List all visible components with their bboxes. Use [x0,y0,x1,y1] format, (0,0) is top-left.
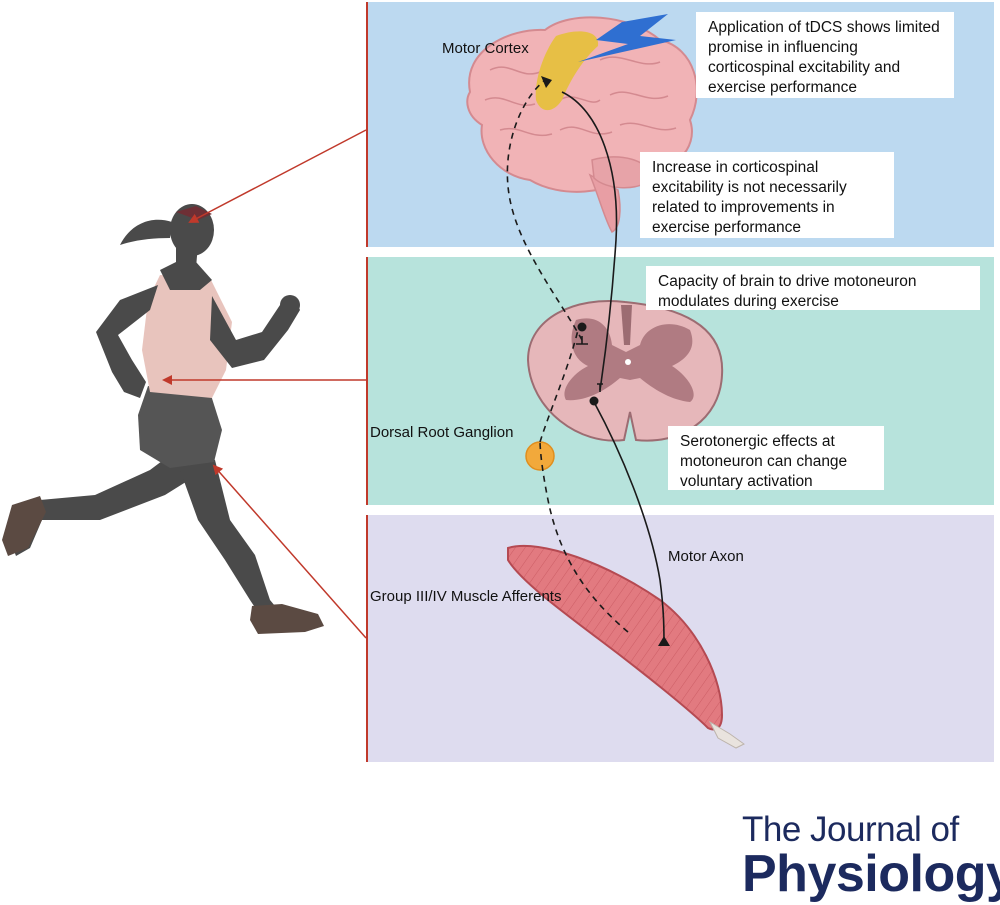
motor-axon-label: Motor Axon [668,548,744,565]
journal-logo: The Journal of Physiology [742,812,1000,902]
motoneuron [590,397,599,406]
spinal-synapse [578,323,587,332]
serotonergic-callout: Serotonergic effects at motoneuron can c… [668,426,884,490]
journal-logo-line1: The Journal of [742,812,1000,848]
journal-logo-line2: Physiology [742,846,1000,902]
spinal-cord-illustration [528,301,722,441]
dorsal-root-ganglion-label: Dorsal Root Ganglion [370,424,513,441]
ponytail [120,220,172,245]
muscle-illustration [508,546,744,748]
runner-figure [2,204,324,634]
arrow-to-head [190,130,366,222]
motor-cortex-label: Motor Cortex [442,40,529,57]
corticospinal-callout: Increase in corticospinal excitability i… [640,152,894,238]
tdcs-callout: Application of tDCS shows limited promis… [696,12,954,98]
muscle-afferents-label: Group III/IV Muscle Afferents [370,588,561,605]
front-shoe [250,604,324,634]
tendon [710,722,744,748]
capacity-callout: Capacity of brain to drive motoneuron mo… [646,266,980,310]
central-canal [625,359,631,365]
